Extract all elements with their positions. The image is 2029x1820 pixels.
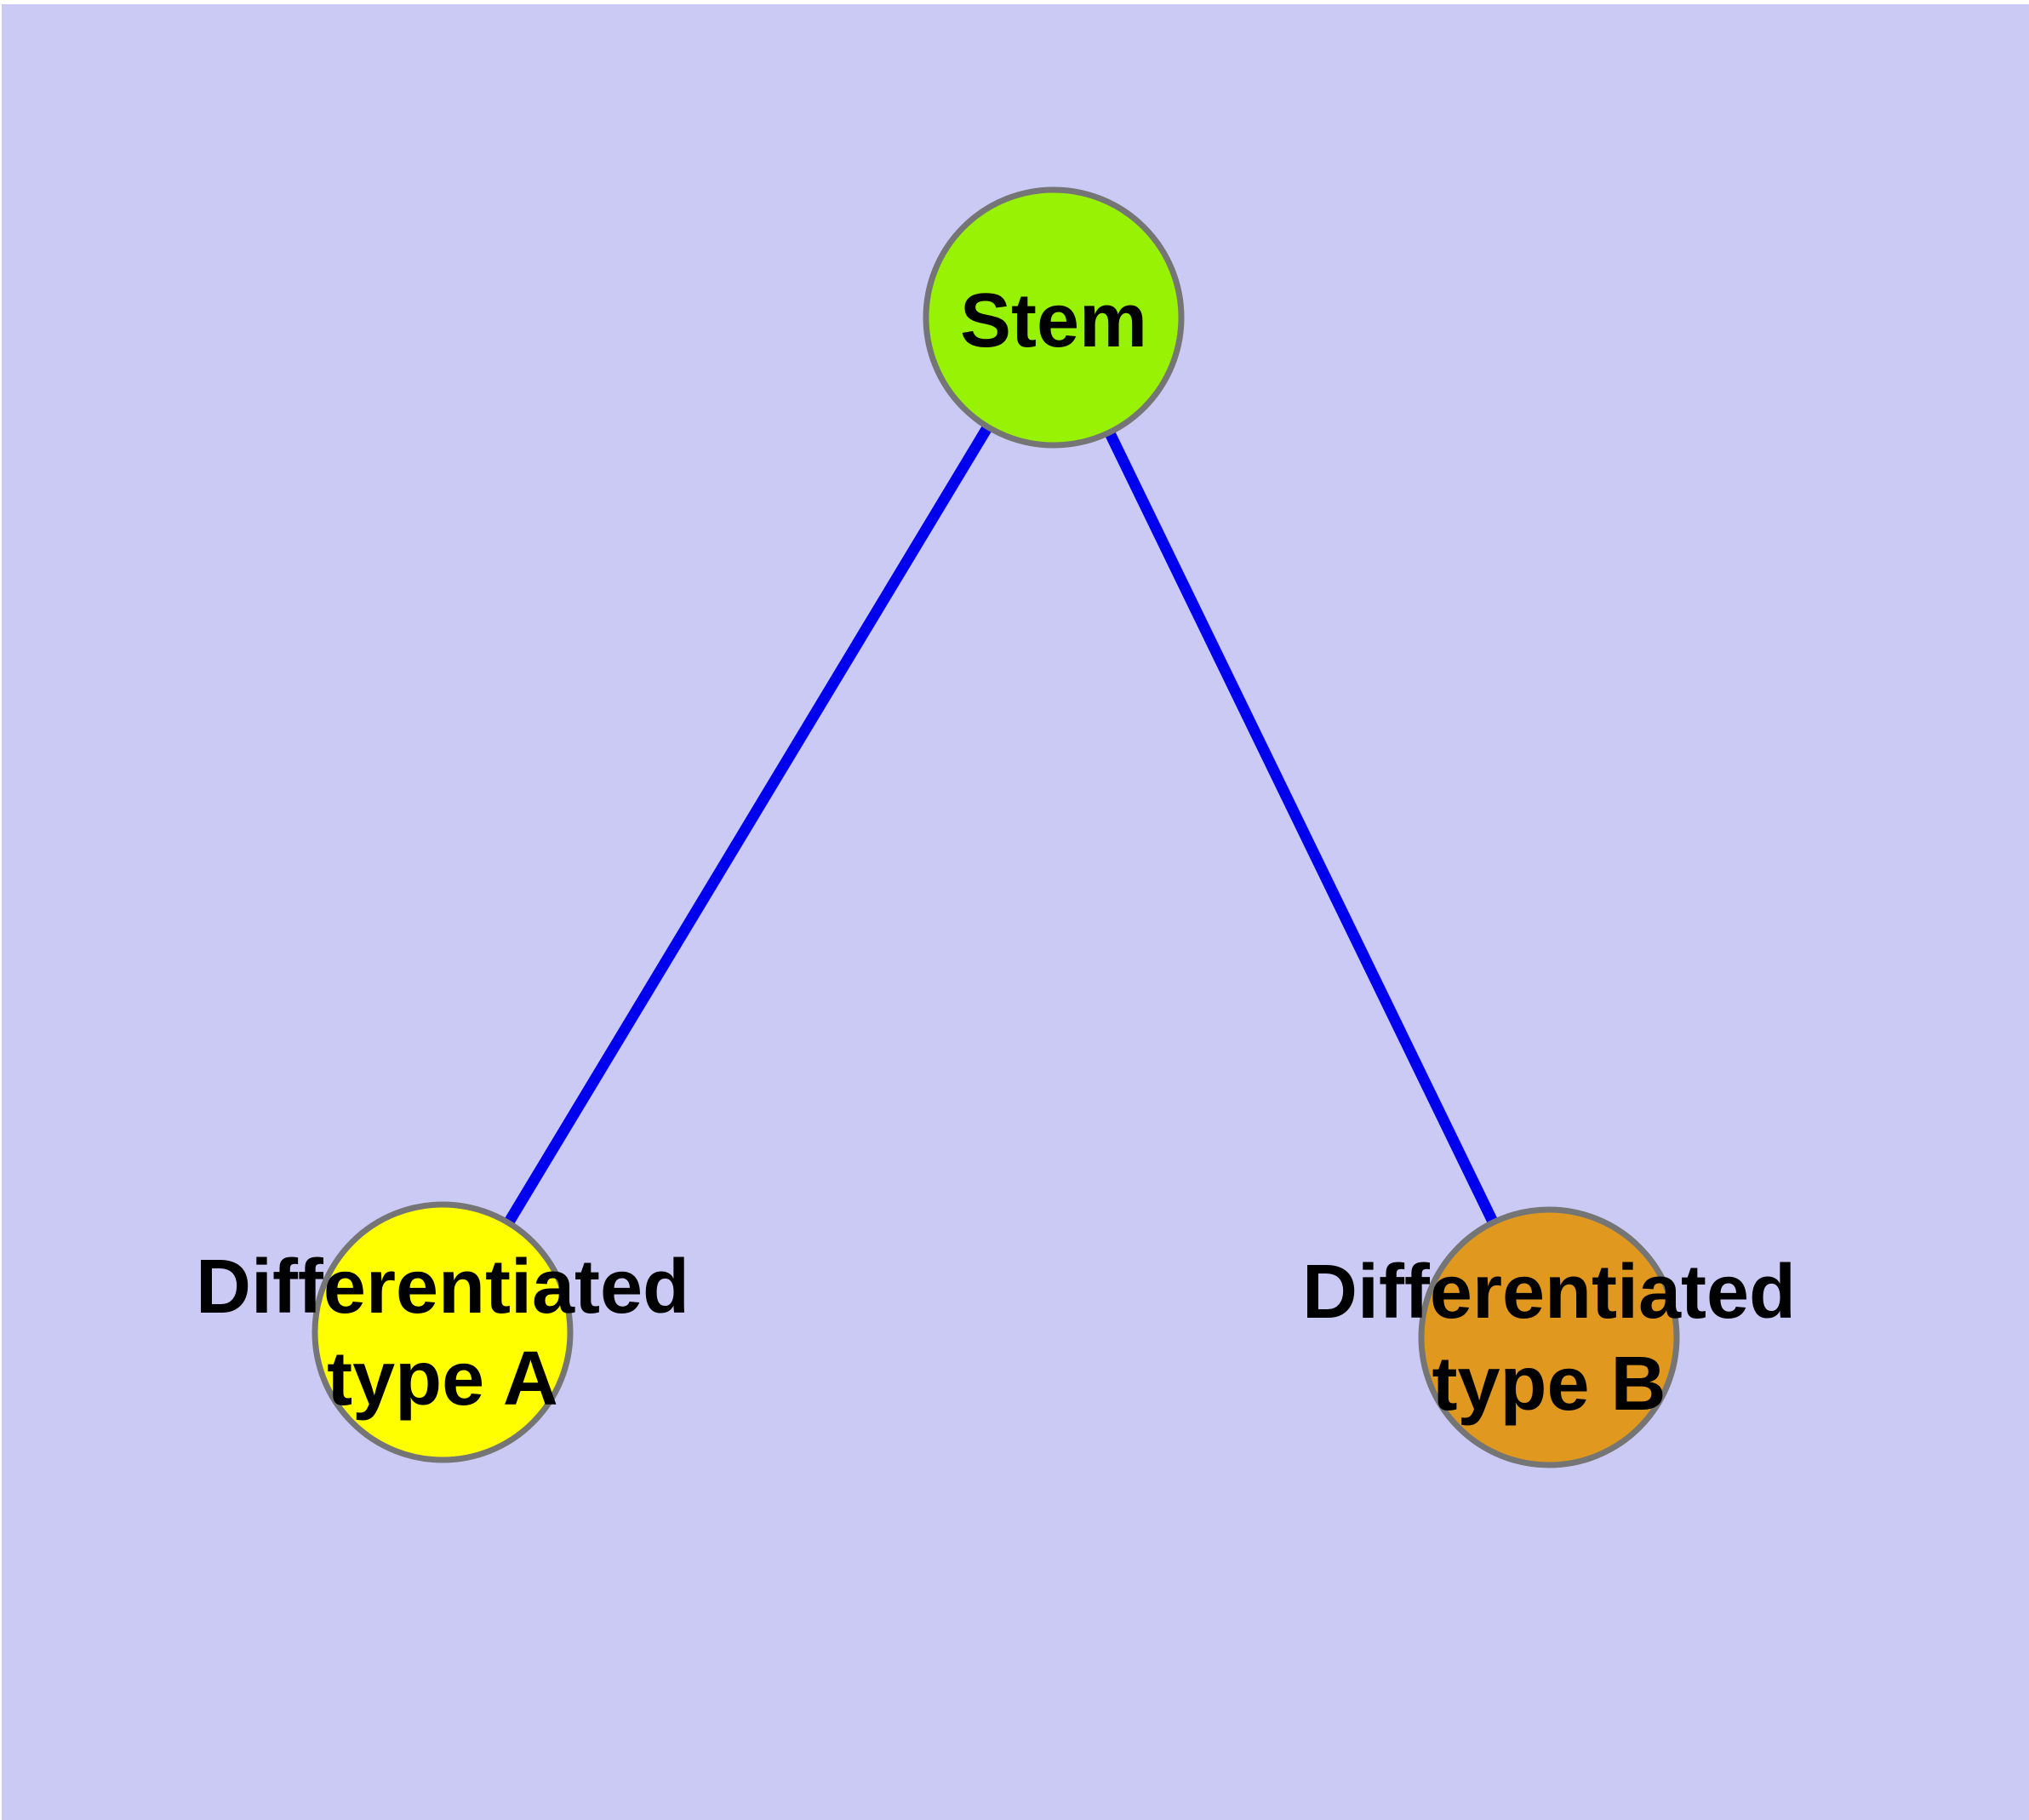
node-differentiated-type-b: [1418, 1206, 1680, 1468]
node-stem: [923, 186, 1185, 449]
edge-stem-to-differentiated-type-a: [437, 314, 1059, 1336]
node-differentiated-type-a: [311, 1201, 574, 1463]
node-differentiated-type-b-label-line-2: type B: [1432, 1342, 1666, 1427]
node-differentiated-type-a-label-line-1: Differentiated: [196, 1245, 689, 1330]
node-differentiated-type-b-label-line-1: Differentiated: [1302, 1250, 1796, 1335]
node-differentiated-type-a-label-line-2: type A: [327, 1336, 558, 1422]
node-stem-label: Stem: [960, 278, 1147, 363]
edge-stem-to-differentiated-type-b: [1049, 315, 1554, 1340]
